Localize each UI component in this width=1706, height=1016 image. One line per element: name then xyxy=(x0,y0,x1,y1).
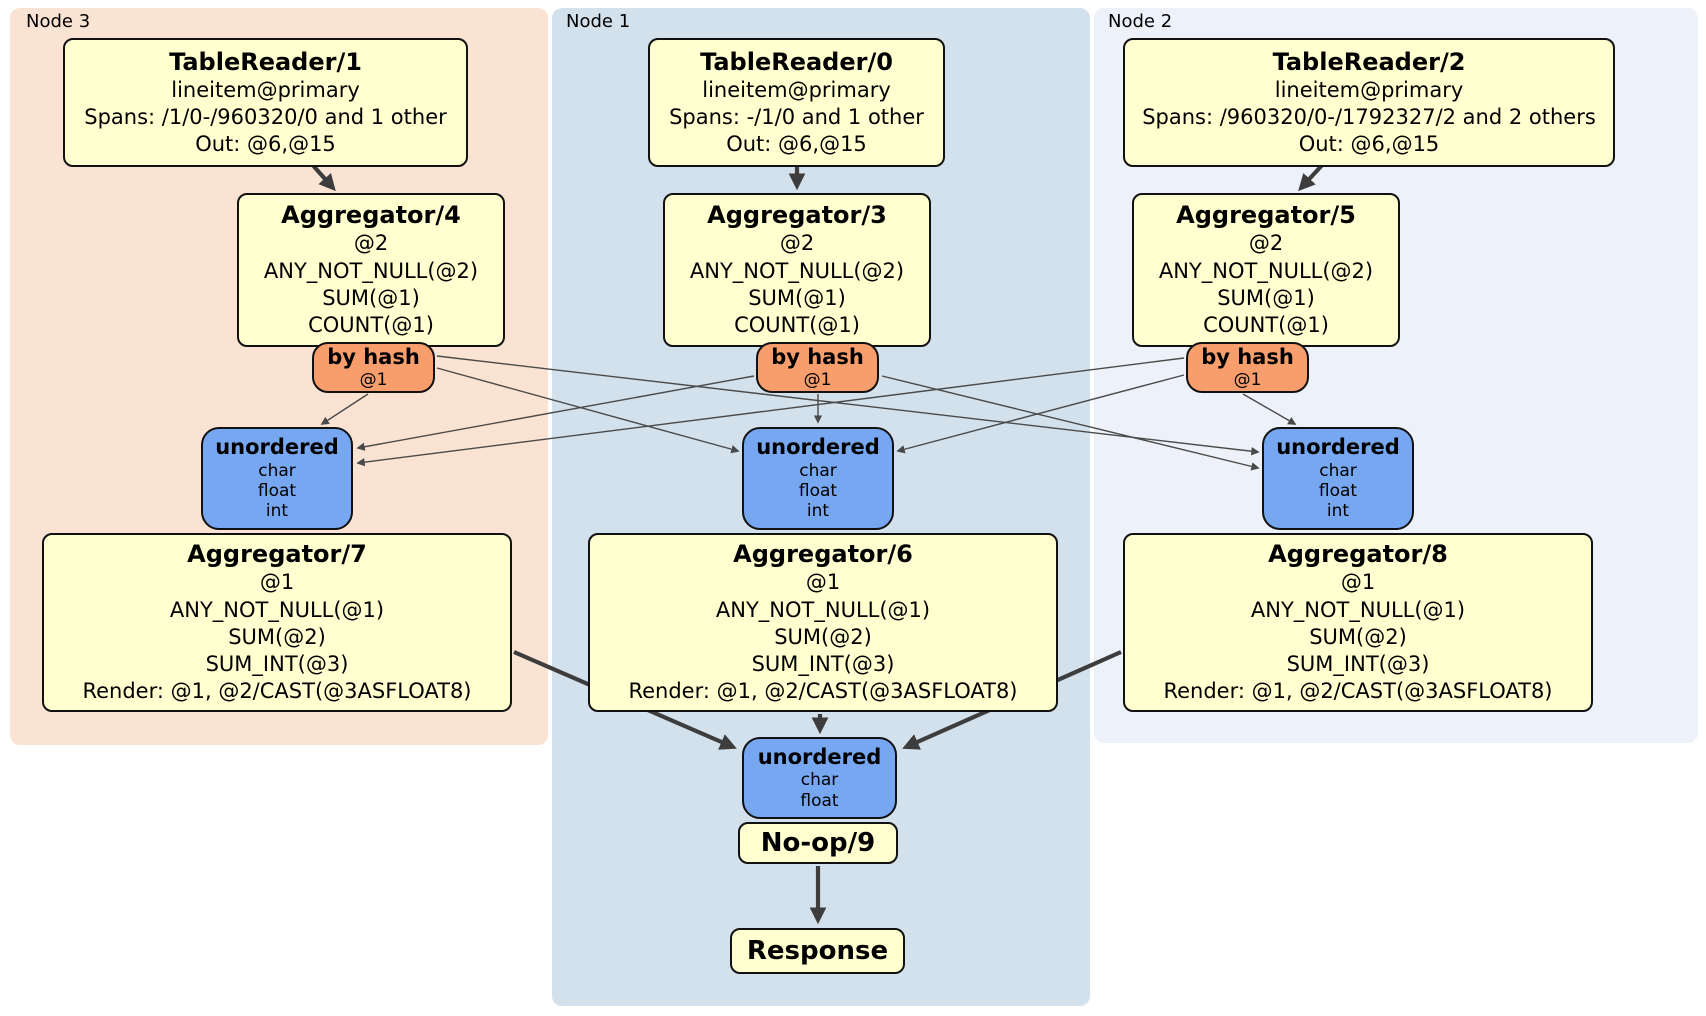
router-by-hash-node3: by hash @1 xyxy=(312,342,435,393)
sync-column: float xyxy=(257,480,297,501)
processor-detail: SUM(@1) xyxy=(322,286,420,310)
processor-detail: Out: @6,@15 xyxy=(195,132,336,157)
processor-detail: @1 xyxy=(805,570,841,595)
router-title: by hash xyxy=(1201,344,1294,369)
processor-detail: @2 xyxy=(353,231,389,256)
processor-detail: @1 xyxy=(259,570,295,595)
processor-detail: ANY_NOT_NULL(@2) xyxy=(1158,258,1374,283)
router-by-hash-node1: by hash @1 xyxy=(756,342,879,393)
processor-noop-9: No-op/9 xyxy=(738,822,898,864)
processor-title: Aggregator/4 xyxy=(281,201,461,230)
processor-aggregator-6: Aggregator/6 @1 ANY_NOT_NULL(@1) SUM(@2)… xyxy=(588,533,1058,712)
sync-title: unordered xyxy=(215,435,339,460)
processor-title: TableReader/1 xyxy=(169,47,362,76)
processor-detail: Spans: /960320/0-/1792327/2 and 2 others xyxy=(1142,104,1596,129)
processor-title: TableReader/0 xyxy=(700,47,893,76)
sync-column: float xyxy=(1318,480,1358,501)
processor-detail: @2 xyxy=(1248,231,1284,256)
processor-detail: @2 xyxy=(779,231,815,256)
processor-detail: COUNT(@1) xyxy=(734,313,860,338)
processor-detail: ANY_NOT_NULL(@2) xyxy=(689,258,905,283)
sync-title: unordered xyxy=(757,745,882,770)
sync-unordered-node2: unordered char float int xyxy=(1262,427,1414,530)
processor-detail: Spans: /1/0-/960320/0 and 1 other xyxy=(84,104,447,129)
processor-aggregator-4: Aggregator/4 @2 ANY_NOT_NULL(@2) SUM(@1)… xyxy=(237,193,505,347)
router-detail: @1 xyxy=(803,369,832,390)
processor-title: TableReader/2 xyxy=(1272,47,1466,76)
region-label-node2: Node 2 xyxy=(1108,11,1173,32)
router-detail: @1 xyxy=(1233,369,1262,390)
sync-column: char xyxy=(258,460,296,481)
response-box: Response xyxy=(730,928,905,974)
sync-title: unordered xyxy=(756,435,880,460)
processor-tablereader-1: TableReader/1 lineitem@primary Spans: /1… xyxy=(63,38,468,167)
sync-unordered-final: unordered char float xyxy=(742,737,897,819)
processor-detail: lineitem@primary xyxy=(171,77,360,102)
processor-detail: lineitem@primary xyxy=(702,77,891,102)
edge-router2-sync3 xyxy=(356,357,1185,467)
edge-router1-sync2 xyxy=(881,375,1260,471)
processor-detail: SUM_INT(@3) xyxy=(751,652,895,677)
processor-detail: COUNT(@1) xyxy=(308,313,434,338)
edge-router3-sync3 xyxy=(320,393,369,425)
region-label-node3: Node 3 xyxy=(26,11,91,32)
processor-detail: Render: @1, @2/CAST(@3ASFLOAT8) xyxy=(1163,679,1553,704)
processor-detail: Out: @6,@15 xyxy=(726,132,867,157)
processor-detail: SUM(@2) xyxy=(774,624,872,649)
processor-detail: COUNT(@1) xyxy=(1203,313,1329,338)
processor-title: Aggregator/3 xyxy=(707,201,887,230)
processor-detail: SUM(@1) xyxy=(1217,286,1315,310)
sync-title: unordered xyxy=(1276,435,1400,460)
router-detail: @1 xyxy=(359,369,388,390)
processor-aggregator-5: Aggregator/5 @2 ANY_NOT_NULL(@2) SUM(@1)… xyxy=(1132,193,1400,347)
processor-detail: ANY_NOT_NULL(@1) xyxy=(715,597,931,622)
processor-title: Aggregator/6 xyxy=(733,540,913,569)
response-title: Response xyxy=(746,935,889,966)
sync-column: char xyxy=(800,770,839,791)
processor-detail: Spans: -/1/0 and 1 other xyxy=(669,104,924,129)
processor-title: Aggregator/5 xyxy=(1176,201,1356,230)
router-title: by hash xyxy=(771,344,864,369)
processor-detail: lineitem@primary xyxy=(1274,77,1464,102)
region-label-node1: Node 1 xyxy=(566,11,631,32)
processor-detail: ANY_NOT_NULL(@1) xyxy=(169,597,385,622)
edge-router3-sync2 xyxy=(436,355,1260,456)
processor-detail: Out: @6,@15 xyxy=(1298,132,1440,157)
sync-column: int xyxy=(265,501,289,522)
processor-tablereader-0: TableReader/0 lineitem@primary Spans: -/… xyxy=(648,38,945,167)
edge-router2-sync2 xyxy=(1242,393,1297,425)
edge-router3-sync1 xyxy=(436,367,740,454)
processor-detail: Render: @1, @2/CAST(@3ASFLOAT8) xyxy=(628,679,1018,704)
processor-aggregator-3: Aggregator/3 @2 ANY_NOT_NULL(@2) SUM(@1)… xyxy=(663,193,931,347)
router-title: by hash xyxy=(327,344,420,369)
sync-column: float xyxy=(800,790,839,811)
processor-title: Aggregator/7 xyxy=(187,540,367,569)
processor-title: No-op/9 xyxy=(760,827,876,858)
router-by-hash-node2: by hash @1 xyxy=(1186,342,1309,393)
sync-column: int xyxy=(806,501,830,522)
sync-column: char xyxy=(1319,460,1357,481)
processor-detail: SUM(@2) xyxy=(1309,624,1407,649)
processor-detail: @1 xyxy=(1340,570,1376,595)
sync-column: char xyxy=(799,460,837,481)
processor-title: Aggregator/8 xyxy=(1268,540,1448,569)
sync-unordered-node1: unordered char float int xyxy=(742,427,894,530)
processor-tablereader-2: TableReader/2 lineitem@primary Spans: /9… xyxy=(1123,38,1615,167)
processor-detail: SUM(@2) xyxy=(228,624,326,649)
edge-router1-sync3 xyxy=(356,375,755,451)
processor-detail: ANY_NOT_NULL(@1) xyxy=(1250,597,1466,622)
edge-router2-sync1 xyxy=(896,374,1185,454)
sync-column: int xyxy=(1326,501,1350,522)
processor-aggregator-7: Aggregator/7 @1 ANY_NOT_NULL(@1) SUM(@2)… xyxy=(42,533,512,712)
sync-column: float xyxy=(798,480,838,501)
processor-detail: SUM(@1) xyxy=(748,286,846,310)
processor-detail: Render: @1, @2/CAST(@3ASFLOAT8) xyxy=(82,679,472,704)
processor-detail: SUM_INT(@3) xyxy=(1286,652,1430,677)
processor-detail: SUM_INT(@3) xyxy=(205,652,349,677)
processor-detail: ANY_NOT_NULL(@2) xyxy=(263,258,479,283)
processor-aggregator-8: Aggregator/8 @1 ANY_NOT_NULL(@1) SUM(@2)… xyxy=(1123,533,1593,712)
sync-unordered-node3: unordered char float int xyxy=(201,427,353,530)
